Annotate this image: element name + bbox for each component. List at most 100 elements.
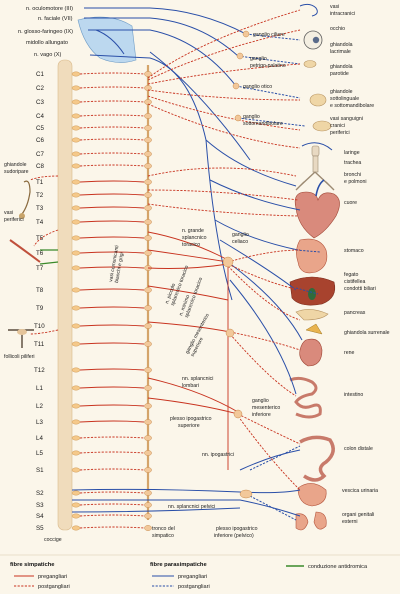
label-ghiandole-sotto-3: e sottomandibolare (330, 103, 374, 109)
communicating-ramus (79, 436, 145, 439)
abdominal-ganglia (222, 256, 253, 499)
label-n-grande-splancnico-1: n. grande (182, 228, 204, 234)
peripheral-targets: ghiandole sudoripare vasi periferici fol… (4, 162, 59, 360)
communicating-ramus (79, 72, 145, 75)
communicating-ramus (79, 193, 145, 196)
segment-fibres (71, 71, 145, 531)
chain-ganglion (144, 137, 152, 143)
segment-label-c3: C3 (36, 99, 44, 106)
spinal-ganglion (71, 305, 81, 311)
celiac-ganglion (222, 256, 234, 268)
label-ghiandola-lacrimale-2: lacrimale (330, 49, 351, 55)
segment-label-c6: C6 (36, 137, 44, 144)
chain-ganglion (144, 490, 152, 496)
inferior-mesenteric-ganglion (233, 409, 243, 419)
label-fegato-2: cistifellea (344, 279, 365, 285)
chain-ganglion (144, 179, 152, 185)
spinal-ganglion (71, 163, 81, 169)
spinal-cord (57, 59, 73, 531)
label-plesso-ipog-sup-2: superiore (178, 423, 200, 429)
segment-label-c4: C4 (36, 113, 44, 120)
chain-ganglion (144, 151, 152, 157)
label-ghiandole-sudoripare-1: ghiandole (4, 162, 27, 168)
label-vasi-intracranici-1: vasi (330, 4, 339, 10)
sublingual-gland-icon (312, 120, 332, 132)
label-ghiandole-sotto-2: sottolinguale (330, 96, 359, 102)
trachea-icon (312, 155, 319, 173)
label-vescica-urinaria: vescica urinaria (342, 488, 378, 494)
spinal-ganglion (71, 205, 81, 211)
communicating-ramus (79, 152, 145, 155)
chain-ganglion (144, 235, 152, 241)
segment-label-t5: T5 (36, 235, 44, 242)
chain-ganglion (144, 323, 152, 329)
label-n-grande-splancnico-2: splancnico (182, 235, 207, 241)
communicating-ramus (79, 468, 145, 471)
chain-ganglion (144, 367, 152, 373)
chain-ganglion (144, 85, 152, 91)
chain-ganglion (144, 205, 152, 211)
spinal-ganglion (71, 490, 81, 496)
label-n-faciale: n. faciale (VII) (38, 16, 73, 22)
chain-ganglion (144, 385, 152, 391)
communicating-ramus (79, 386, 145, 389)
spinal-ganglion (71, 219, 81, 225)
label-midollo-allungato: midollo allungato (26, 40, 68, 46)
segment-label-t8: T8 (36, 287, 44, 294)
label-ganglio-sotto-2: sottomandibolare (243, 121, 283, 127)
communicating-ramus (79, 526, 145, 529)
segment-label-t9: T9 (36, 305, 44, 312)
communicating-ramus (79, 404, 145, 407)
spinal-ganglion (71, 137, 81, 143)
pterygopalatine-ganglion (236, 52, 244, 60)
segment-label-t12: T12 (34, 367, 45, 374)
label-vasi-sanguigni-3: periferici (330, 130, 350, 136)
label-vasi-periferici-1: vasi (4, 210, 13, 216)
stomach-icon (296, 238, 328, 274)
segment-label-t10: T10 (34, 323, 45, 330)
legend-symp-pre-label: pregangliari (38, 574, 67, 580)
label-vasi-sanguigni-2: cranici (330, 123, 345, 129)
chain-ganglion (144, 71, 152, 77)
label-organi-genitali-1: organi genitali (342, 512, 374, 518)
head-sympathetic-fibres (147, 9, 301, 149)
bronchi-icon (295, 171, 335, 191)
communicating-ramus (79, 514, 145, 517)
label-fegato-1: fegato (344, 272, 359, 278)
abdominal-organ-labels: stomaco fegato cistifellea condotti bili… (342, 248, 390, 525)
segment-label-l5: L5 (36, 450, 43, 457)
label-ghiandola-surrenale: ghiandola surrenale (344, 330, 390, 336)
label-plesso-ipog-sup-1: plesso ipogastrico (170, 416, 212, 422)
segment-label-t1: T1 (36, 179, 44, 186)
communicating-ramus (79, 164, 145, 167)
chain-ganglion (144, 450, 152, 456)
chain-ganglion (144, 305, 152, 311)
segment-label-t4: T4 (36, 219, 44, 226)
spinal-ganglion (71, 265, 81, 271)
spinal-ganglion (71, 341, 81, 347)
segment-label-c5: C5 (36, 125, 44, 132)
cranial-vessels-icon (301, 142, 333, 151)
label-ghiandole-sudoripare-2: sudoripare (4, 169, 29, 175)
spinal-ganglion (71, 71, 81, 77)
spinal-ganglion (71, 525, 81, 531)
spinal-ganglion (71, 151, 81, 157)
label-bronchi-2: e polmoni (344, 179, 367, 185)
communicating-ramus (79, 86, 145, 89)
communicating-ramus (79, 220, 145, 223)
spinal-ganglion (71, 179, 81, 185)
segment-label-l1: L1 (36, 385, 43, 392)
label-n-vago: n. vago (X) (34, 52, 61, 58)
rotated-labels: vasi comunicanti bianchi e grigi n. picc… (108, 245, 211, 358)
spinal-ganglion (71, 385, 81, 391)
segment-label-l4: L4 (36, 435, 43, 442)
label-vasi-periferici-2: periferici (4, 217, 24, 223)
legend: fibre simpatiche pregangliari postgangli… (0, 554, 400, 590)
label-ghiandola-lacrimale-1: ghiandola (330, 42, 353, 48)
label-ganglio-celiaco-1: ganglio (232, 232, 249, 238)
communicating-ramus (79, 324, 145, 327)
label-nn-ipogastrici: nn. ipogastrici (202, 452, 234, 458)
communicating-ramus (79, 206, 145, 209)
label-trachea: trachea (344, 160, 361, 166)
label-pancreas: pancreas (344, 310, 366, 316)
